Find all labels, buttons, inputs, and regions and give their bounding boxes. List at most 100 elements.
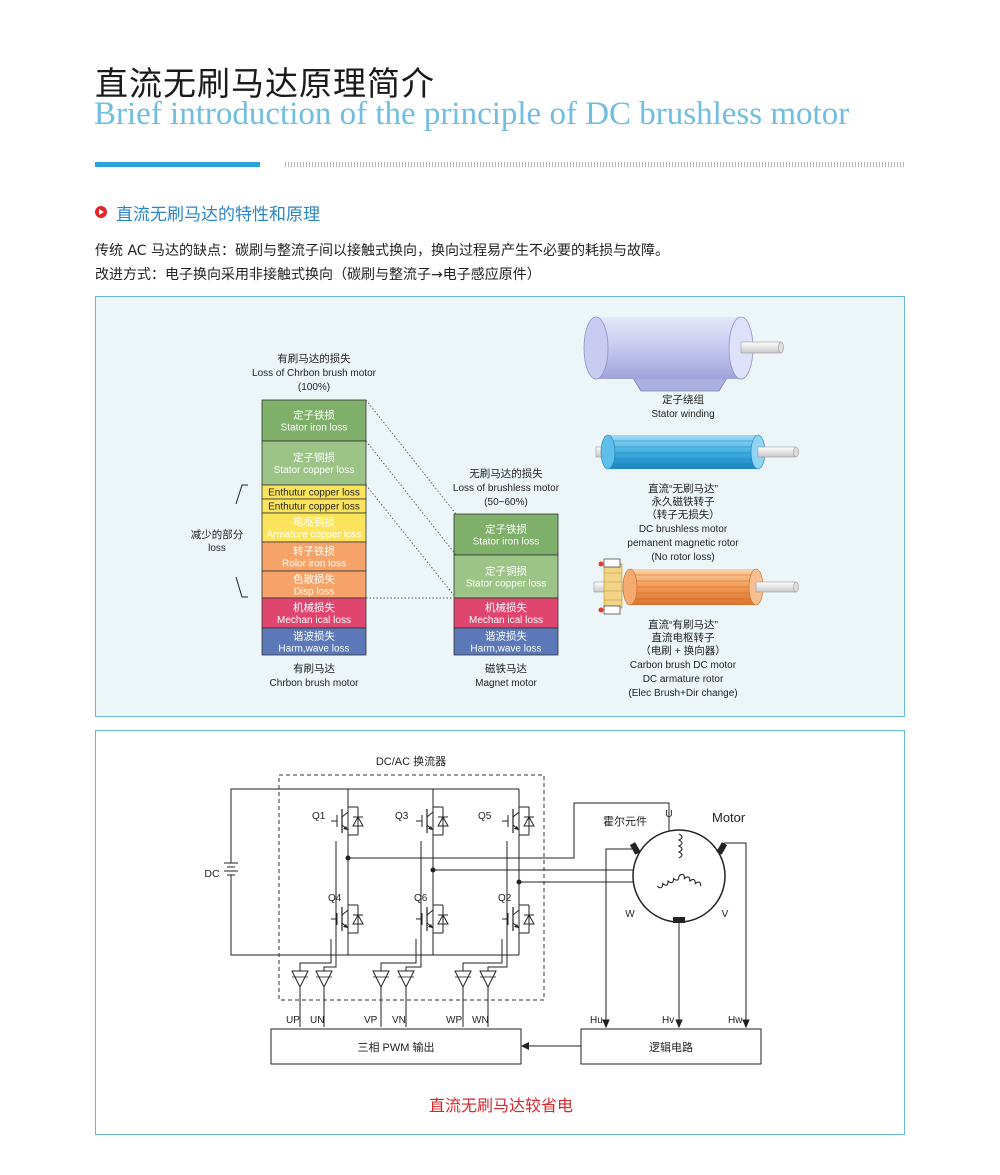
pwm-output-label: 三相 PWM 输出	[358, 1040, 435, 1054]
q1-label: Q1	[312, 811, 326, 822]
signal-wn-label: WN	[472, 1015, 489, 1026]
loss-comparison-diagram: 有刷马达的损失 Loss of Chrbon brush motor (100%…	[191, 316, 799, 699]
armature-rotor-label-5: DC armature rotor	[643, 674, 724, 685]
section-heading: 直流无刷马达的特性和原理	[116, 205, 320, 225]
dc-label: DC	[204, 868, 220, 880]
armature-rotor-label-1: 直流“有刷马达”	[648, 618, 718, 631]
logic-to-pwm-arrowhead	[521, 1042, 529, 1050]
brush-loss-block-label-en: Harm,wave loss	[278, 644, 349, 655]
phase-v-label: V	[722, 909, 729, 920]
brushless-loss-block	[453, 513, 559, 556]
brushless-loss-block-label-en: Stator iron loss	[473, 537, 540, 548]
q4-label: Q4	[328, 893, 342, 904]
q3-label: Q3	[395, 811, 409, 822]
armature-rotor-illustration	[593, 558, 799, 615]
signal-un-label: UN	[310, 1015, 324, 1026]
brush-loss-block	[261, 597, 367, 629]
brush-loss-block-label-cn: 定子铜损	[293, 451, 335, 464]
brush-loss-block-label-cn: 电枢铜损	[293, 516, 335, 529]
brush-loss-block-label-cn: 定子铁损	[293, 409, 335, 422]
signal-vp-label: VP	[364, 1015, 378, 1026]
brushless-loss-block-label-en: Harm,wave loss	[470, 644, 541, 655]
magnet-rotor-label-5: pemanent magnetic rotor	[627, 538, 739, 549]
title-underline-accent	[95, 162, 260, 167]
brushless-loss-block-label-cn: 机械损失	[485, 601, 527, 614]
magnet-rotor-label-1: 直流“无刷马达”	[648, 482, 718, 495]
brushless-footer-cn: 磁铁马达	[485, 662, 527, 675]
brush-loss-block-label-cn: 谐波损失	[293, 630, 335, 643]
brush-loss-block	[261, 399, 367, 442]
phase-u-label: U	[665, 809, 672, 820]
signal-hv-label: Hv	[662, 1015, 674, 1026]
logic-circuit-label: 逻辑电路	[649, 1040, 693, 1054]
brush-loss-block-label-en: Mechan ical loss	[277, 615, 351, 626]
play-bullet-icon	[95, 206, 107, 218]
brush-loss-block-label-en: Stator copper loss	[274, 465, 355, 476]
brushless-loss-block-label-cn: 定子铁损	[485, 523, 527, 536]
brushless-loss-block-label-cn: 谐波损失	[485, 630, 527, 643]
motor-symbol	[629, 829, 728, 923]
brush-loss-block	[261, 440, 367, 486]
brush-loss-header-cn: 有刷马达的损失	[277, 352, 351, 365]
brush-loss-header-pct: (100%)	[298, 382, 330, 393]
circuit-panel: DC/AC 换流器 DC Q1 Q3 Q5 Q4 Q6	[95, 730, 905, 1135]
hall-element-label: 霍尔元件	[603, 815, 647, 828]
signal-vn-label: VN	[392, 1015, 406, 1026]
brush-loss-block-label-en: Disp loss	[294, 587, 335, 598]
brushless-loss-block	[453, 597, 559, 629]
reduced-label-en: loss	[208, 543, 226, 554]
reduced-bracket-top	[235, 484, 248, 505]
logic-circuit-block	[580, 1028, 762, 1065]
stack-connector-lines	[365, 399, 457, 599]
signal-wp-label: WP	[446, 1015, 462, 1026]
dc-source	[224, 788, 348, 956]
brushless-loss-block	[453, 627, 559, 656]
circuit-caption: 直流无刷马达较省电	[429, 1097, 573, 1115]
signal-hu-label: Hu	[590, 1015, 603, 1026]
intro-paragraph-1: 传统 AC 马达的缺点：碳刷与整流子间以接触式换向，换向过程易产生不必要的耗损与…	[95, 243, 670, 259]
page-title: 直流无刷马达原理简介	[95, 64, 435, 103]
brush-loss-block-label-en: Enthutur copper loss	[268, 488, 360, 499]
reduced-bracket-bottom	[235, 576, 248, 598]
brush-loss-block-label-cn: 转子铁损	[293, 545, 335, 558]
inverter-boundary	[278, 774, 545, 1001]
brushless-loss-header-en: Loss of brushless motor	[453, 483, 560, 494]
phase-w-label: W	[625, 909, 635, 920]
title-underline-dotted	[285, 162, 905, 167]
reduced-label-cn: 减少的部分	[191, 528, 244, 541]
brushless-loss-block-label-en: Stator copper loss	[466, 579, 547, 590]
magnet-rotor-label-2: 永久磁铁转子	[652, 495, 715, 508]
hall-wires	[602, 842, 750, 1029]
brush-loss-block-label-en: Armature copper loss	[266, 530, 361, 541]
brush-loss-block-label-en: Stator iron loss	[281, 423, 348, 434]
brush-loss-block-label-cn: 机械损失	[293, 601, 335, 614]
inverter-label: DC/AC 换流器	[376, 754, 446, 768]
stator-label-en: Stator winding	[651, 409, 714, 420]
stator-label-cn: 定子绕组	[662, 393, 704, 406]
motor-label: Motor	[712, 810, 746, 825]
intro-paragraph-2: 改进方式：电子换向采用非接触式换向（碳刷与整流子→电子感应原件）	[95, 267, 541, 283]
stator-cylinder-illustration	[583, 316, 784, 392]
brush-footer-cn: 有刷马达	[293, 662, 335, 675]
armature-rotor-label-4: Carbon brush DC motor	[630, 660, 737, 671]
brushless-loss-block	[453, 554, 559, 599]
magnet-rotor-illustration	[595, 434, 799, 470]
bldc-drive-circuit-diagram: DC/AC 换流器 DC Q1 Q3 Q5 Q4 Q6	[204, 754, 762, 1115]
q5-label: Q5	[478, 811, 492, 822]
q2-label: Q2	[498, 893, 512, 904]
armature-rotor-label-3: （电刷 + 换向器）	[640, 644, 725, 657]
magnet-rotor-label-4: DC brushless motor	[639, 524, 728, 535]
armature-rotor-label-6: (Elec Brush+Dir change)	[628, 688, 737, 699]
brushless-loss-block-label-en: Mechan ical loss	[469, 615, 543, 626]
gate-drivers	[291, 841, 508, 1027]
brush-loss-header-en: Loss of Chrbon brush motor	[252, 368, 377, 379]
brushless-footer-en: Magnet motor	[475, 678, 537, 689]
armature-rotor-label-2: 直流电枢转子	[652, 631, 715, 644]
brushless-loss-header-cn: 无刷马达的损失	[469, 467, 543, 480]
loss-comparison-panel: 有刷马达的损失 Loss of Chrbon brush motor (100%…	[95, 296, 905, 717]
magnet-rotor-label-3: （转子无损失）	[646, 508, 720, 521]
pwm-output-block	[270, 1028, 522, 1065]
brushless-loss-header-pct: (50~60%)	[484, 497, 528, 508]
magnet-rotor-label-6: (No rotor loss)	[651, 552, 714, 563]
